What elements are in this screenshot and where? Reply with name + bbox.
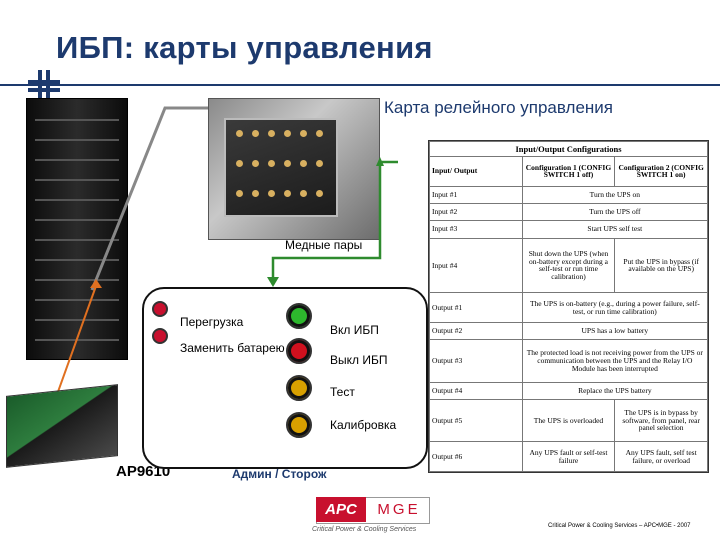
admin-label: Админ / Сторож [232, 467, 327, 481]
row-value: Turn the UPS off [521, 203, 709, 222]
row-label: Output #2 [429, 322, 523, 341]
row-value: The protected load is not receiving powe… [521, 339, 709, 383]
table-row: Output #1 The UPS is on-battery (e.g., d… [429, 292, 709, 324]
ups-cabinet-image [26, 98, 128, 360]
table-caption: Input/Output Configurations [429, 141, 708, 157]
mge-logo: MGE [377, 501, 421, 518]
table-row: Input #2 Turn the UPS off [429, 203, 709, 222]
test-led [286, 375, 312, 401]
row-value: The UPS is on-battery (e.g., during a po… [521, 292, 709, 324]
table-header-row: Input/ Output Configuration 1 (CONFIG SW… [429, 156, 708, 187]
row-label: Output #3 [429, 339, 523, 383]
table-row: Input #1 Turn the UPS on [429, 185, 709, 205]
ap9610-card-image [6, 384, 118, 468]
row-value: Start UPS self test [521, 220, 709, 239]
copper-pairs-label: Медные пары [285, 238, 363, 252]
table-row: Input #3 Start UPS self test [429, 220, 709, 239]
table-row: Output #4 Replace the UPS battery [429, 381, 709, 400]
ups-on-label: Вкл ИБП [330, 323, 379, 337]
row-value-config2: Put the UPS in bypass (if available on t… [614, 237, 708, 294]
io-configuration-table: Input/Output Configurations Input/ Outpu… [428, 140, 709, 473]
slide-title: ИБП: карты управления [56, 30, 433, 65]
control-panel-diagram: Перегрузка Заменить батарею Вкл ИБП Выкл… [142, 287, 428, 469]
row-label: Input #1 [429, 185, 523, 205]
row-value: UPS has a low battery [521, 322, 709, 341]
row-label: Input #4 [429, 237, 523, 294]
row-value: Replace the UPS battery [521, 381, 709, 400]
table-row: Output #3 The protected load is not rece… [429, 339, 709, 383]
overload-led [152, 301, 168, 317]
footer-copyright: Critical Power & Cooling Services – APC•… [548, 523, 691, 529]
row-value: Turn the UPS on [521, 185, 709, 205]
overload-label: Перегрузка [180, 315, 244, 329]
table-header-cell: Configuration 2 (CONFIG SWITCH 1 on) [614, 156, 708, 187]
replace-battery-led [152, 328, 168, 344]
row-value-config2: Any UPS fault, self test failure, or ove… [614, 441, 708, 472]
green-arrow-down [267, 277, 279, 287]
table-header-cell: Input/ Output [429, 156, 523, 187]
calibration-led [286, 412, 312, 438]
relay-card-title: Карта релейного управления [384, 98, 613, 117]
test-label: Тест [330, 385, 355, 399]
row-label: Input #3 [429, 220, 523, 239]
row-value-config1: The UPS is overloaded [521, 398, 616, 443]
row-label: Output #5 [429, 398, 523, 443]
row-value-config1: Any UPS fault or self-test failure [521, 441, 616, 472]
calibration-label: Калибровка [330, 418, 397, 432]
table-row: Input #4 Shut down the UPS (when on-batt… [429, 237, 708, 294]
footer-subtitle: Critical Power & Cooling Services [312, 526, 417, 533]
table-row: Output #6 Any UPS fault or self-test fai… [429, 441, 708, 472]
table-row: Output #5 The UPS is overloaded The UPS … [429, 398, 708, 443]
ups-off-led [286, 338, 312, 364]
apc-logo: APC [316, 497, 366, 522]
title-underline [0, 84, 720, 86]
row-value-config2: The UPS is in bypass by software, from p… [614, 398, 708, 443]
table-row: Output #2 UPS has a low battery [429, 322, 709, 341]
row-label: Input #2 [429, 203, 523, 222]
replace-battery-label: Заменить батарею [180, 341, 285, 355]
row-label: Output #1 [429, 292, 523, 324]
row-label: Output #6 [429, 441, 523, 472]
row-label: Output #4 [429, 381, 523, 400]
relay-terminal-block [224, 118, 338, 217]
ups-on-led [286, 303, 312, 329]
row-value-config1: Shut down the UPS (when on-battery excep… [521, 237, 616, 294]
ups-off-label: Выкл ИБП [330, 353, 388, 367]
table-header-cell: Configuration 1 (CONFIG SWITCH 1 off) [521, 156, 616, 187]
